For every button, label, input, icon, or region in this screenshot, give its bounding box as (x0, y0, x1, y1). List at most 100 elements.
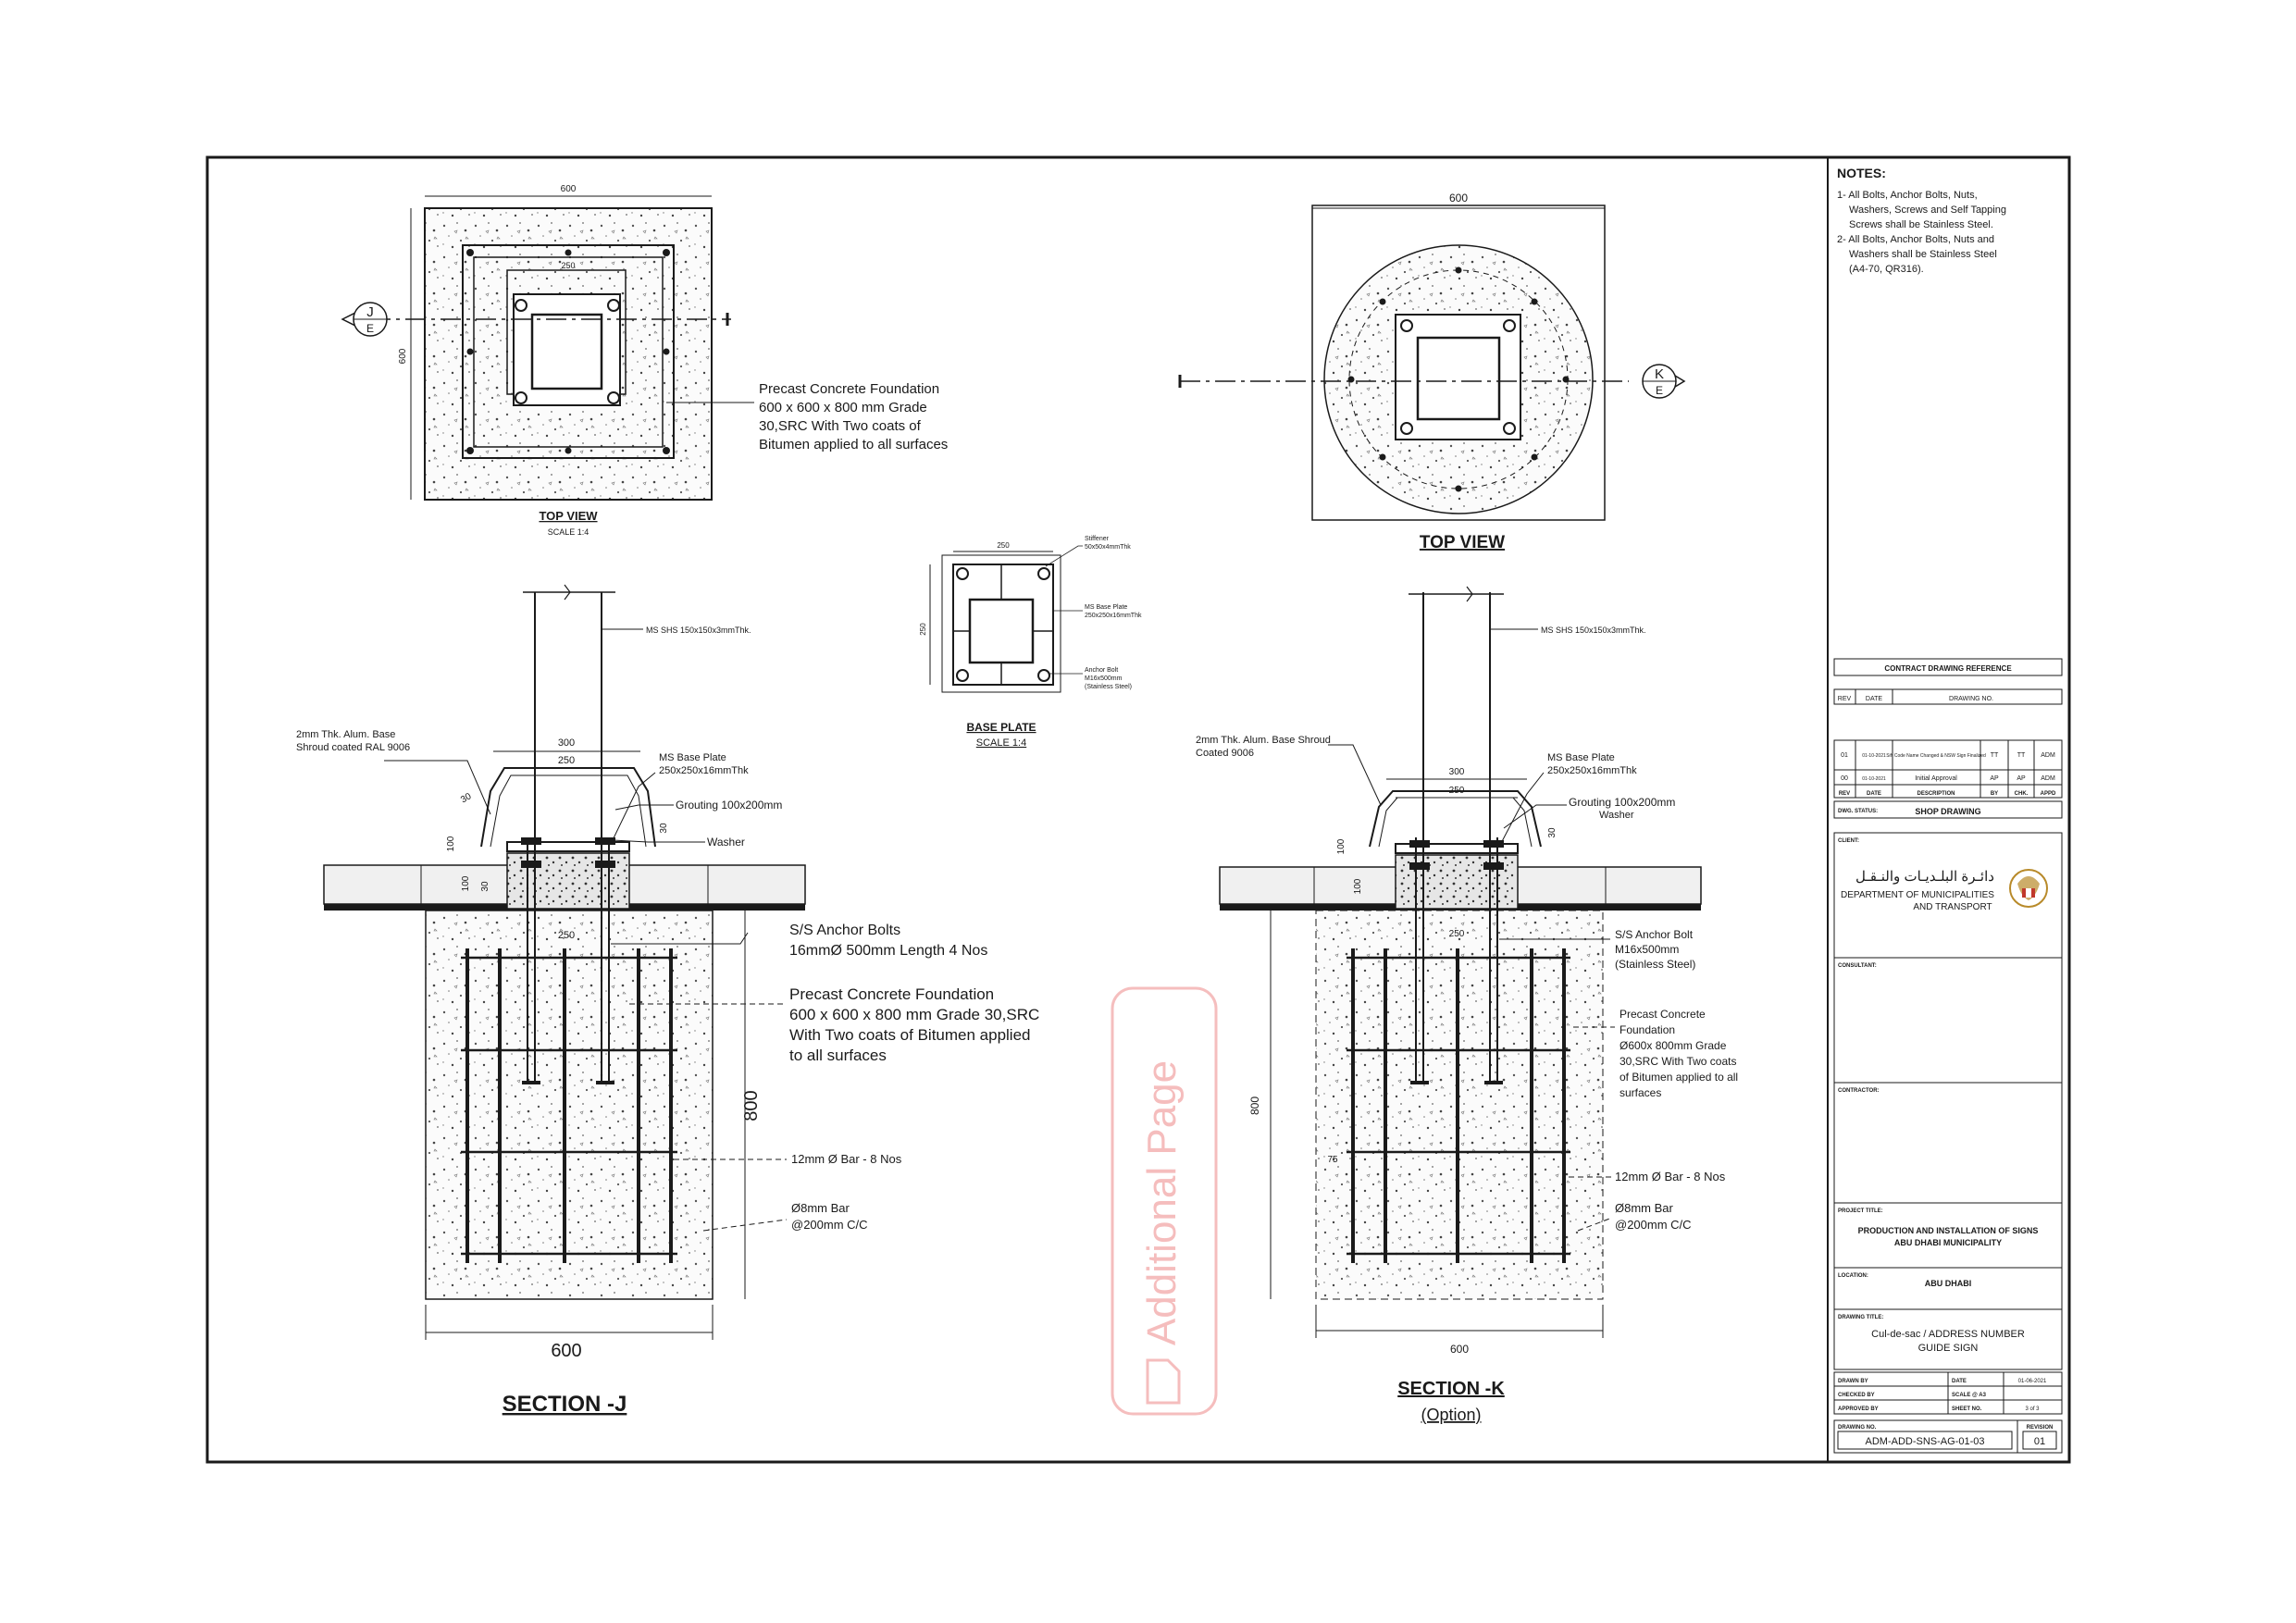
bp-dim-top: 250 (997, 541, 1010, 550)
rev-row-2-by: AP (1990, 775, 1999, 782)
rev-header-appd: APPD (2041, 791, 2056, 797)
notes-line-6: (A4-70, QR316). (1849, 264, 1924, 275)
bp-stiffener-1: Stiffener (1085, 536, 1110, 542)
sj-found-1: Precast Concrete Foundation (789, 985, 994, 1003)
sk-shroud-1: 2mm Thk. Alum. Base Shroud (1196, 735, 1331, 746)
rev-header-chk: CHK. (2015, 791, 2029, 797)
location-value: ABU DHABI (1925, 1279, 1972, 1288)
revision-value: 01 (2034, 1436, 2045, 1447)
sj-bar12: 12mm Ø Bar - 8 Nos (791, 1152, 902, 1166)
section-j: MS SHS 150x150x3mmThk. (296, 584, 1039, 1417)
base-plate-scale: SCALE 1:4 (976, 737, 1026, 749)
sj-dim-100: 100 (446, 836, 456, 851)
approved-by-label: APPROVED BY (1838, 1406, 1879, 1412)
sj-found-4: to all surfaces (789, 1047, 887, 1064)
sk-found-2: Foundation (1620, 1023, 1675, 1036)
sk-found-5: of Bitumen applied to all (1620, 1071, 1738, 1084)
sj-pole-label: MS SHS 150x150x3mmThk. (646, 626, 751, 635)
sk-dim-800: 800 (1248, 1096, 1261, 1115)
sj-shroud-2: Shroud coated RAL 9006 (296, 742, 410, 753)
base-plate-title: BASE PLATE (966, 721, 1036, 734)
sj-dim-30b: 30 (659, 823, 669, 834)
drawing-title-1: Cul-de-sac / ADDRESS NUMBER (1871, 1329, 2025, 1340)
rev-row-1-chk: TT (2017, 752, 2026, 759)
tvl-note-2: 600 x 600 x 800 mm Grade (759, 400, 927, 415)
sk-plate-2: 250x250x16mmThk (1547, 765, 1637, 776)
sk-plate-1: MS Base Plate (1547, 752, 1615, 763)
section-j-title: SECTION -J (503, 1392, 627, 1417)
notes-heading: NOTES: (1837, 166, 1886, 180)
drawn-by-label: DRAWN BY (1838, 1379, 1868, 1384)
rev-row-2-rev: 00 (1841, 775, 1848, 782)
sheet-label: SHEET NO. (1952, 1406, 1982, 1412)
sheet-value: 3 of 3 (2025, 1406, 2040, 1412)
sk-found-4: 30,SRC With Two coats (1620, 1055, 1737, 1068)
cr-date-header: DATE (1866, 696, 1882, 702)
rev-header-desc: DESCRIPTION (1917, 791, 1955, 797)
rev-row-1-date: 01-10-2021 (1862, 753, 1886, 759)
sheet-border (205, 155, 2071, 1464)
drawing-title-2: GUIDE SIGN (1918, 1343, 1979, 1354)
bp-bolt-2: M16x500mm (1085, 675, 1123, 682)
sk-dim-75: 75 (1327, 1155, 1338, 1165)
notes-line-2: Washers, Screws and Self Tapping (1849, 204, 2006, 216)
top-view-right: K E 600 TOP VIEW (1178, 192, 1686, 552)
sk-found-3: Ø600x 800mm Grade (1620, 1039, 1727, 1052)
sj-dim-30a: 30 (459, 791, 474, 805)
rev-header-by: BY (1991, 791, 1998, 797)
sj-dim-600: 600 (551, 1341, 581, 1361)
sj-dim-100b: 100 (461, 875, 471, 891)
additional-page-watermark: Additional Page (1111, 986, 1218, 1416)
rev-row-2-chk: AP (2017, 775, 2026, 782)
sk-pole-label: MS SHS 150x150x3mmThk. (1541, 626, 1646, 635)
bp-stiffener-2: 50x50x4mmThk (1085, 544, 1131, 551)
bp-plate-2: 250x250x16mmThk (1085, 613, 1142, 619)
location-label: LOCATION: (1838, 1273, 1868, 1279)
sk-dim-100: 100 (1336, 838, 1347, 854)
drawing-no-label: DRAWING NO. (1838, 1425, 1877, 1431)
client-arabic: دائـرة البلـديـات والنـقـل (1855, 869, 1994, 885)
sk-anchor-2: M16x500mm (1615, 943, 1679, 956)
sk-dim-250: 250 (1449, 786, 1465, 796)
dim-600-top: 600 (561, 184, 577, 194)
contract-ref-heading: CONTRACT DRAWING REFERENCE (1884, 664, 2012, 673)
sk-found-1: Precast Concrete (1620, 1008, 1706, 1021)
title-block: NOTES: 1- All Bolts, Anchor Bolts, Nuts,… (1827, 157, 2063, 1462)
notes-line-1: 1- All Bolts, Anchor Bolts, Nuts, (1837, 190, 1978, 201)
tvl-note-4: Bitumen applied to all surfaces (759, 437, 948, 452)
marker-j-sub: E (366, 322, 374, 335)
rev-header-date: DATE (1867, 791, 1881, 797)
rev-row-2-desc: Initial Approval (1915, 775, 1957, 782)
tvl-note-1: Precast Concrete Foundation (759, 381, 939, 397)
sj-anchor-1: S/S Anchor Bolts (789, 923, 900, 938)
dmt-emblem-icon (2009, 869, 2048, 908)
sk-anchor-1: S/S Anchor Bolt (1615, 928, 1694, 941)
sk-shroud-2: Coated 9006 (1196, 748, 1254, 759)
sk-dim-600: 600 (1450, 1343, 1469, 1356)
bp-plate-1: MS Base Plate (1085, 604, 1127, 611)
sj-grouting: Grouting 100x200mm (676, 799, 782, 812)
status-label: DWG. STATUS: (1838, 809, 1878, 814)
drawing-no-value: ADM-ADD-SNS-AG-01-03 (1866, 1436, 1985, 1447)
status-value: SHOP DRAWING (1915, 807, 1980, 816)
sj-dim-250b: 250 (558, 930, 575, 941)
rev-header-rev: REV (1839, 791, 1850, 797)
sj-anchor-2: 16mmØ 500mm Length 4 Nos (789, 943, 987, 959)
sj-dim-800: 800 (741, 1090, 762, 1121)
notes-line-5: Washers shall be Stainless Steel (1849, 249, 1997, 260)
sk-grouting: Grouting 100x200mm (1569, 796, 1675, 809)
client-en-1: DEPARTMENT OF MUNICIPALITIES (1841, 890, 1994, 900)
rev-row-2-date: 01-10-2021 (1862, 776, 1886, 782)
section-k-subtitle: (Option) (1421, 1406, 1481, 1424)
drawing-title-label: DRAWING TITLE: (1838, 1315, 1883, 1320)
revision-label: REVISION (2027, 1425, 2054, 1431)
top-view-left-scale: SCALE 1:4 (548, 527, 590, 537)
project-title-1: PRODUCTION AND INSTALLATION OF SIGNS (1858, 1226, 2039, 1235)
notes-line-4: 2- All Bolts, Anchor Bolts, Nuts and (1837, 234, 1994, 245)
dim-600-side: 600 (398, 348, 408, 364)
sj-found-3: With Two coats of Bitumen applied (789, 1026, 1031, 1044)
project-label: PROJECT TITLE: (1838, 1208, 1883, 1214)
top-view-left: J E 600 600 250 Precast Concrete Foundat… (341, 184, 948, 537)
cr-drawing-no-header: DRAWING NO. (1949, 696, 1993, 702)
bp-bolt-1: Anchor Bolt (1085, 667, 1118, 674)
